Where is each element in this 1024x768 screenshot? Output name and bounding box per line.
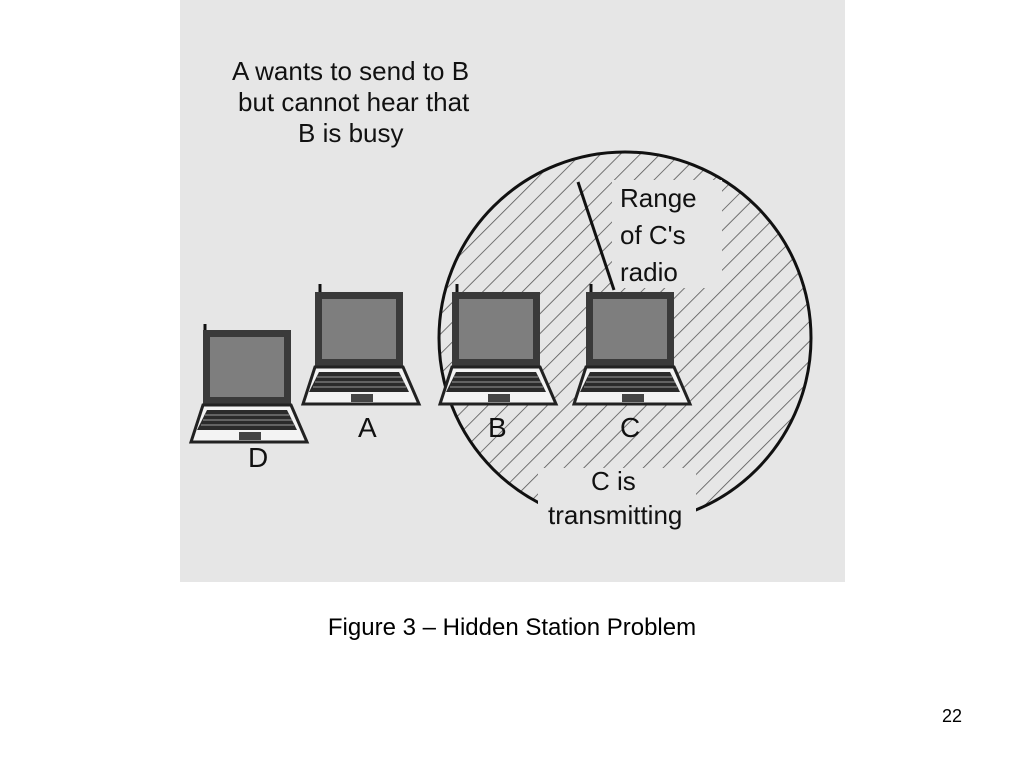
transmit-label-line2: transmitting bbox=[548, 500, 683, 530]
station-label-b: B bbox=[488, 412, 507, 443]
figure-caption: Figure 3 – Hidden Station Problem bbox=[327, 614, 697, 641]
laptop-d-icon bbox=[189, 324, 309, 444]
range-label-line2: of C's bbox=[620, 220, 686, 250]
laptop-b-icon bbox=[438, 284, 558, 406]
station-label-c: C bbox=[620, 412, 641, 443]
transmit-label-line1: C is bbox=[591, 466, 636, 496]
hidden-station-figure: A wants to send to B but cannot hear tha… bbox=[180, 0, 845, 582]
station-label-d: D bbox=[248, 442, 269, 473]
note-a-line2: but cannot hear that bbox=[238, 87, 470, 117]
laptop-a-icon bbox=[301, 284, 421, 406]
note-a-line1: A wants to send to B bbox=[232, 56, 470, 86]
range-label-bg bbox=[612, 180, 722, 288]
note-a-line3: B is busy bbox=[298, 118, 404, 148]
diagram-canvas bbox=[189, 150, 813, 538]
transmit-label-bg bbox=[538, 468, 696, 538]
station-label-a: A bbox=[358, 412, 377, 443]
page-number: 22 bbox=[941, 706, 962, 726]
laptop-c-icon bbox=[572, 284, 692, 406]
range-pointer-line bbox=[576, 181, 616, 291]
range-label-line3: radio bbox=[620, 257, 678, 287]
range-label-line1: Range bbox=[620, 183, 697, 213]
